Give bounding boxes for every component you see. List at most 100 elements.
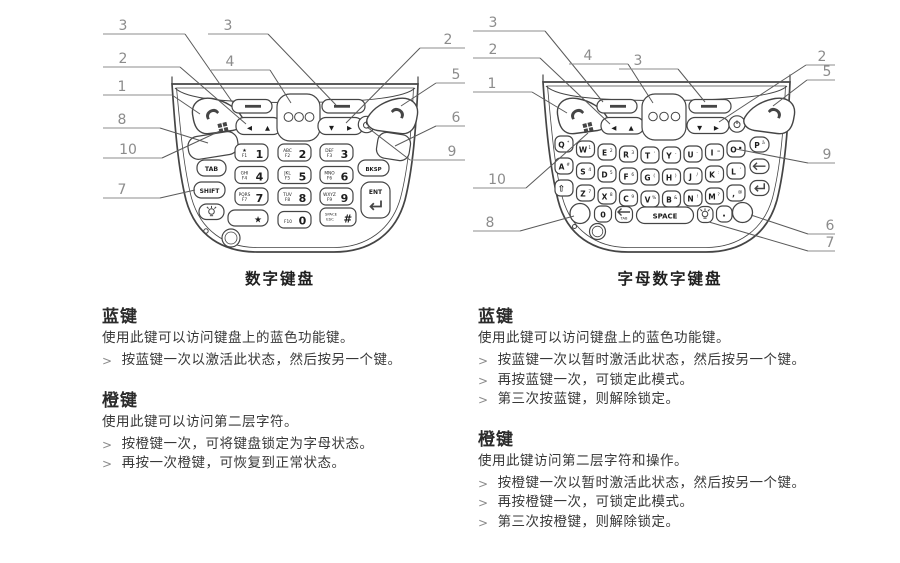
key-label: & (674, 195, 678, 201)
key-label: DEF (325, 148, 334, 154)
key-label: ⇧ (558, 185, 566, 195)
key-label: ABC (283, 148, 292, 154)
bullet-line: > 第三次按橙键，则解除锁定。 (478, 514, 888, 533)
blank-key-left (569, 202, 591, 225)
orange-key-section: 橙键 使用此键可以访问第二层字符。 >按橙键一次，可将键盘锁定为字母状态。 >再… (102, 386, 467, 474)
bullet-line: >第三次按蓝键，则解除锁定。 (478, 391, 888, 410)
digit-key-9 (319, 187, 354, 206)
bullet-line: >按橙键一次以暂时激活此状态，然后按另一个键。 (478, 475, 888, 494)
windows-flag-icon (582, 121, 594, 134)
key-label: @ (738, 189, 742, 195)
key-⇧ (554, 179, 574, 197)
key-P (749, 136, 770, 153)
led-dot (572, 224, 577, 229)
key-label: 5 (299, 170, 307, 183)
zero-key (593, 205, 613, 223)
end-key (366, 97, 419, 135)
blue-key-heading: 蓝键 (102, 307, 138, 327)
space-key (635, 206, 695, 225)
key-label: SPACE (653, 212, 678, 220)
tab-key (196, 159, 227, 177)
key-label: GHI (241, 170, 249, 176)
key-label: F1 (242, 153, 247, 159)
key-label: , (732, 190, 735, 199)
key-label: F7 (242, 197, 247, 203)
power-key (728, 115, 746, 133)
backlight-key (198, 203, 225, 221)
bullet-text: 第三次按蓝键，则解除锁定。 (497, 391, 680, 407)
key-label: J (688, 173, 692, 182)
callout-leader-line (718, 64, 807, 123)
callout-number: 2 (489, 42, 498, 58)
key-W (575, 140, 596, 158)
key-label: ★ (242, 148, 247, 154)
key-label: C (623, 195, 629, 204)
key-label: D (601, 171, 607, 180)
key-label: F9 (327, 197, 332, 203)
callout-number: 8 (118, 112, 127, 128)
key-label: 6 (631, 172, 634, 178)
callout-leader-line (519, 215, 575, 232)
key-label: 7 (588, 189, 591, 195)
key-label: 5 (610, 170, 613, 176)
key-label: ' (740, 167, 741, 173)
enter-icon (754, 183, 766, 192)
callout-number: 3 (119, 18, 128, 34)
key-label: F6 (327, 176, 332, 182)
callout-leader-line (539, 57, 611, 125)
key-label: 2 (610, 148, 613, 154)
callout-leader-line (161, 130, 221, 159)
key-, (726, 184, 746, 202)
end-key (743, 97, 796, 135)
phone-end-icon (767, 107, 781, 119)
right-arrow-icon: ▶ (714, 124, 719, 132)
up-arrow-icon: ▲ (265, 124, 270, 132)
callout-leader-line (269, 69, 292, 104)
key-label: L (731, 168, 736, 177)
key-label: Q (558, 141, 564, 150)
callout-number: 7 (826, 235, 835, 251)
bullet-line: >按橙键一次，可将键盘锁定为字母状态。 (102, 436, 467, 455)
key-label: SPACE (325, 212, 338, 217)
callout-leader-line (525, 132, 589, 189)
key-label: I (711, 149, 714, 158)
bullet-marker: > (478, 373, 489, 388)
blue-key-section: 蓝键 使用此键可以访问键盘上的蓝色功能键。 >按蓝键一次以暂时激活此状态，然后按… (478, 302, 888, 410)
key-label: 1 (588, 145, 591, 151)
orange-key-heading: 橙键 (102, 390, 138, 411)
key-L (726, 162, 746, 180)
bullet-marker: > (102, 457, 113, 471)
key-label: BKSP (365, 167, 381, 173)
talk-key (556, 97, 609, 135)
key-label: 9 (631, 194, 634, 200)
bullet-text: 第三次按橙键，则解除锁定。 (497, 513, 680, 530)
bullet-line: >再按一次橙键，可恢复到正常状态。 (102, 455, 467, 474)
key-label: V (645, 196, 651, 205)
callout-number: 4 (226, 54, 235, 70)
enter-icon (369, 200, 382, 211)
key-J (683, 167, 703, 185)
key-M (704, 187, 725, 205)
callout-number: 4 (584, 48, 593, 64)
callout-number: 5 (823, 64, 832, 80)
key-label: ▪ (739, 146, 742, 151)
digit-key-8 (277, 187, 312, 206)
callout-leader-line (267, 33, 337, 106)
speaker-dots-icon (659, 111, 669, 122)
bullet-marker: > (478, 354, 489, 368)
key-T (640, 146, 660, 164)
key-label: TUV (282, 192, 292, 198)
key-label: 9 (341, 192, 349, 205)
key-label: S (580, 168, 585, 177)
key-label: N (687, 195, 693, 204)
key-label: A (559, 163, 565, 172)
speaker (641, 93, 687, 141)
bullet-marker: > (102, 437, 113, 452)
key-label: 0 (600, 211, 606, 220)
callout-number: 2 (818, 49, 827, 65)
digit-key-4 (234, 165, 269, 185)
digit-key-6 (319, 165, 354, 185)
bullet-marker: > (478, 515, 489, 530)
